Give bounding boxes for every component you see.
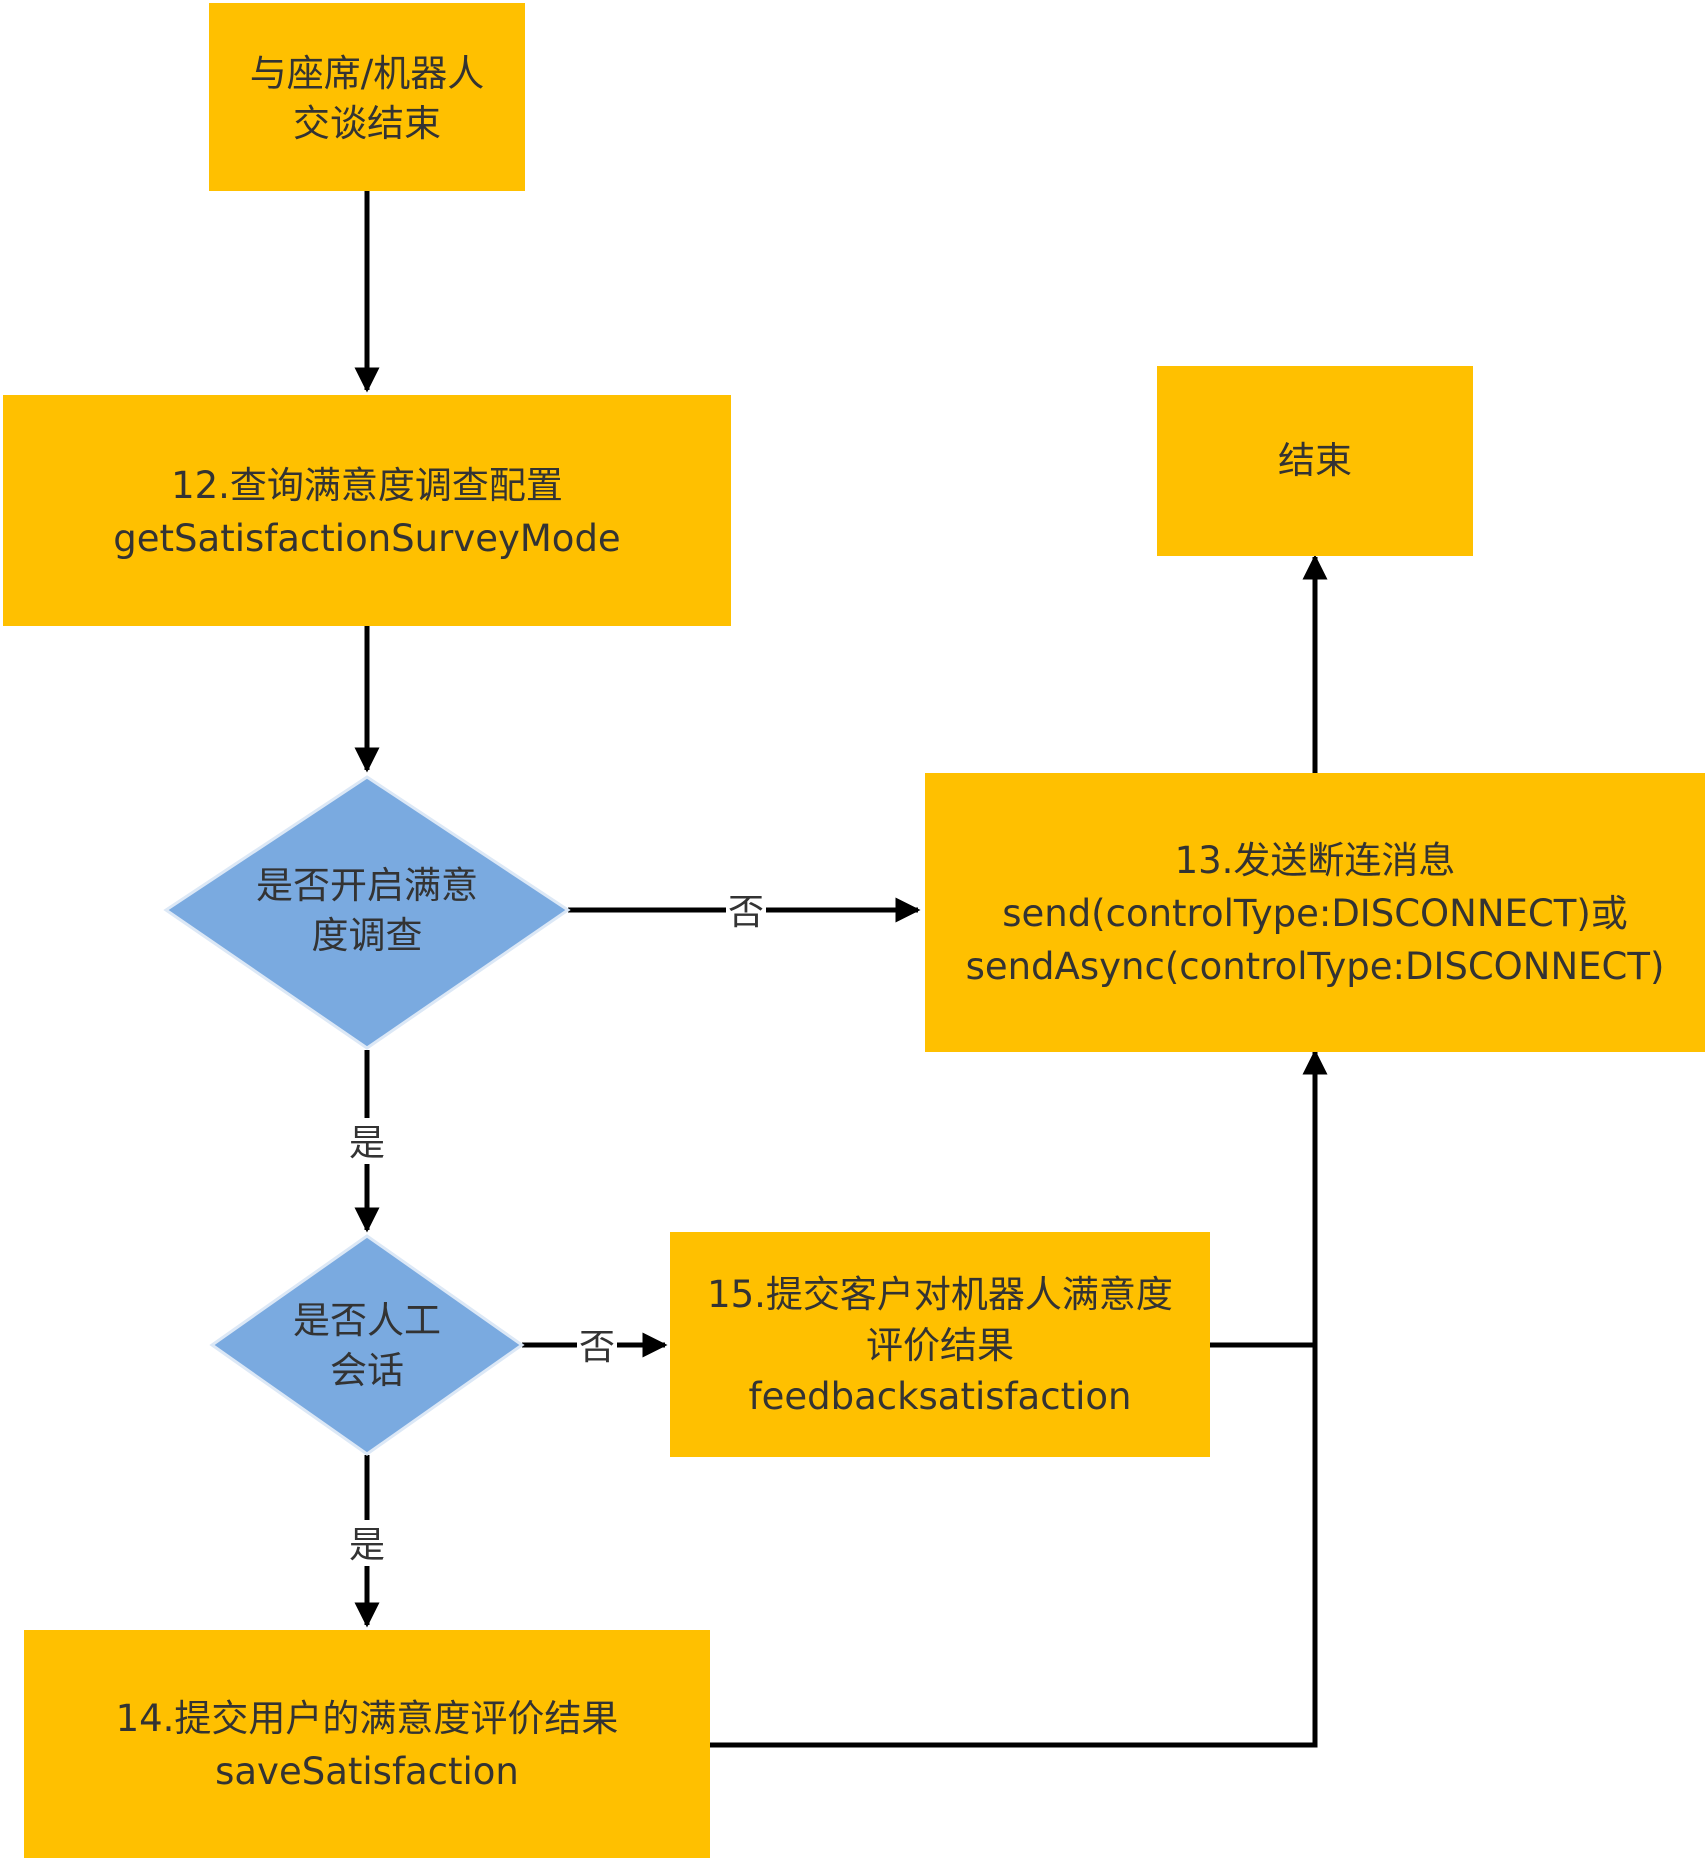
node-feedback-robot-line3: feedbacksatisfaction	[749, 1375, 1132, 1418]
edge-label-manual-no-text: 否	[579, 1327, 615, 1368]
edge-save-to-send	[710, 1049, 1328, 1748]
node-send-disconnect-line3: sendAsync(controlType:DISCONNECT)	[966, 945, 1665, 988]
node-survey-enabled-line2: 度调查	[312, 914, 423, 957]
node-save-satisfaction-line2: saveSatisfaction	[215, 1750, 519, 1793]
edge-label-survey-no-text: 否	[728, 892, 764, 933]
node-start: 与座席/机器人 交谈结束	[209, 3, 525, 191]
node-end: 结束	[1157, 366, 1473, 556]
node-send-disconnect: 13.发送断连消息 send(controlType:DISCONNECT)或 …	[925, 773, 1705, 1052]
edge-label-survey-yes: 是	[345, 1118, 389, 1164]
node-survey-enabled: 是否开启满意 度调查	[163, 775, 571, 1050]
node-query-config: 12.查询满意度调查配置 getSatisfactionSurveyMode	[3, 395, 731, 626]
node-send-disconnect-line1: 13.发送断连消息	[1175, 839, 1456, 882]
node-save-satisfaction: 14.提交用户的满意度评价结果 saveSatisfaction	[24, 1630, 710, 1858]
node-feedback-robot: 15.提交客户对机器人满意度 评价结果 feedbacksatisfaction	[670, 1232, 1210, 1457]
node-manual-session: 是否人工 会话	[209, 1234, 525, 1456]
node-start-line2: 交谈结束	[293, 102, 441, 145]
node-feedback-robot-line1: 15.提交客户对机器人满意度	[707, 1273, 1173, 1316]
node-manual-session-line1: 是否人工	[293, 1299, 441, 1342]
node-query-config-line2: getSatisfactionSurveyMode	[113, 517, 620, 560]
node-manual-session-line2: 会话	[330, 1349, 404, 1392]
node-start-line1: 与座席/机器人	[250, 52, 484, 95]
edge-label-manual-no: 否	[577, 1323, 617, 1368]
node-save-satisfaction-line1: 14.提交用户的满意度评价结果	[116, 1697, 619, 1740]
edge-label-survey-no: 否	[726, 888, 766, 933]
node-feedback-robot-line2: 评价结果	[866, 1324, 1014, 1367]
edge-label-manual-yes-text: 是	[349, 1525, 385, 1566]
edge-label-manual-yes: 是	[345, 1520, 389, 1566]
node-send-disconnect-line2: send(controlType:DISCONNECT)或	[1002, 892, 1628, 935]
node-end-line1: 结束	[1278, 439, 1352, 482]
node-query-config-line1: 12.查询满意度调查配置	[171, 464, 563, 507]
node-survey-enabled-line1: 是否开启满意	[256, 864, 478, 907]
edge-label-survey-yes-text: 是	[349, 1123, 385, 1164]
